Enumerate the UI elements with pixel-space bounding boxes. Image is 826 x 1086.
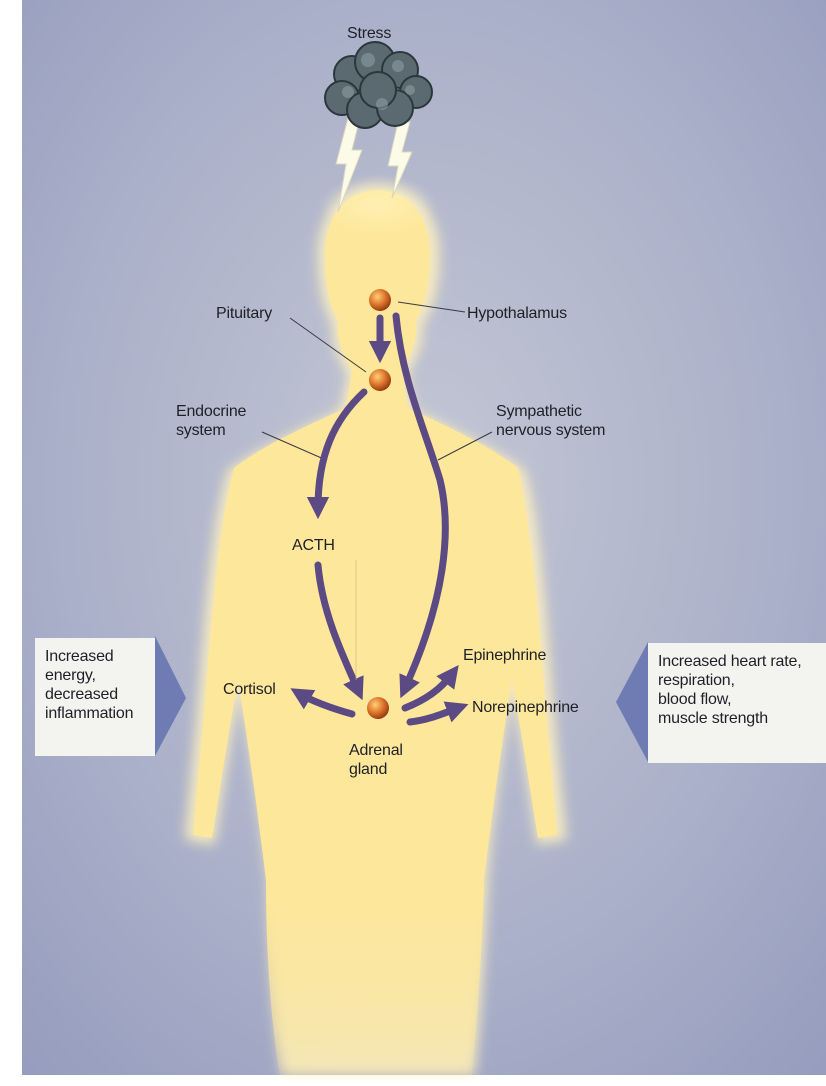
stress-label: Stress <box>347 24 391 43</box>
right-effect-text: Increased heart rate, respiration, blood… <box>658 652 816 728</box>
epinephrine-label: Epinephrine <box>463 646 546 665</box>
sympathetic-nervous-system-label: Sympathetic nervous system <box>496 402 605 440</box>
left-effect-box: Increased energy, decreased inflammation <box>35 638 155 756</box>
adrenal-gland-marker <box>367 697 389 719</box>
right-effect-box: Increased heart rate, respiration, blood… <box>648 643 826 763</box>
pituitary-label: Pituitary <box>216 304 272 323</box>
cortisol-label: Cortisol <box>223 680 276 699</box>
adrenal-gland-label: Adrenal gland <box>349 741 403 779</box>
pituitary-gland <box>369 369 391 391</box>
left-effect-text: Increased energy, decreased inflammation <box>45 647 145 723</box>
norepinephrine-label: Norepinephrine <box>472 698 579 717</box>
hypothalamus-label: Hypothalamus <box>467 304 567 323</box>
hypothalamus-gland <box>369 289 391 311</box>
acth-label: ACTH <box>292 536 335 555</box>
endocrine-system-label: Endocrine system <box>176 402 246 440</box>
